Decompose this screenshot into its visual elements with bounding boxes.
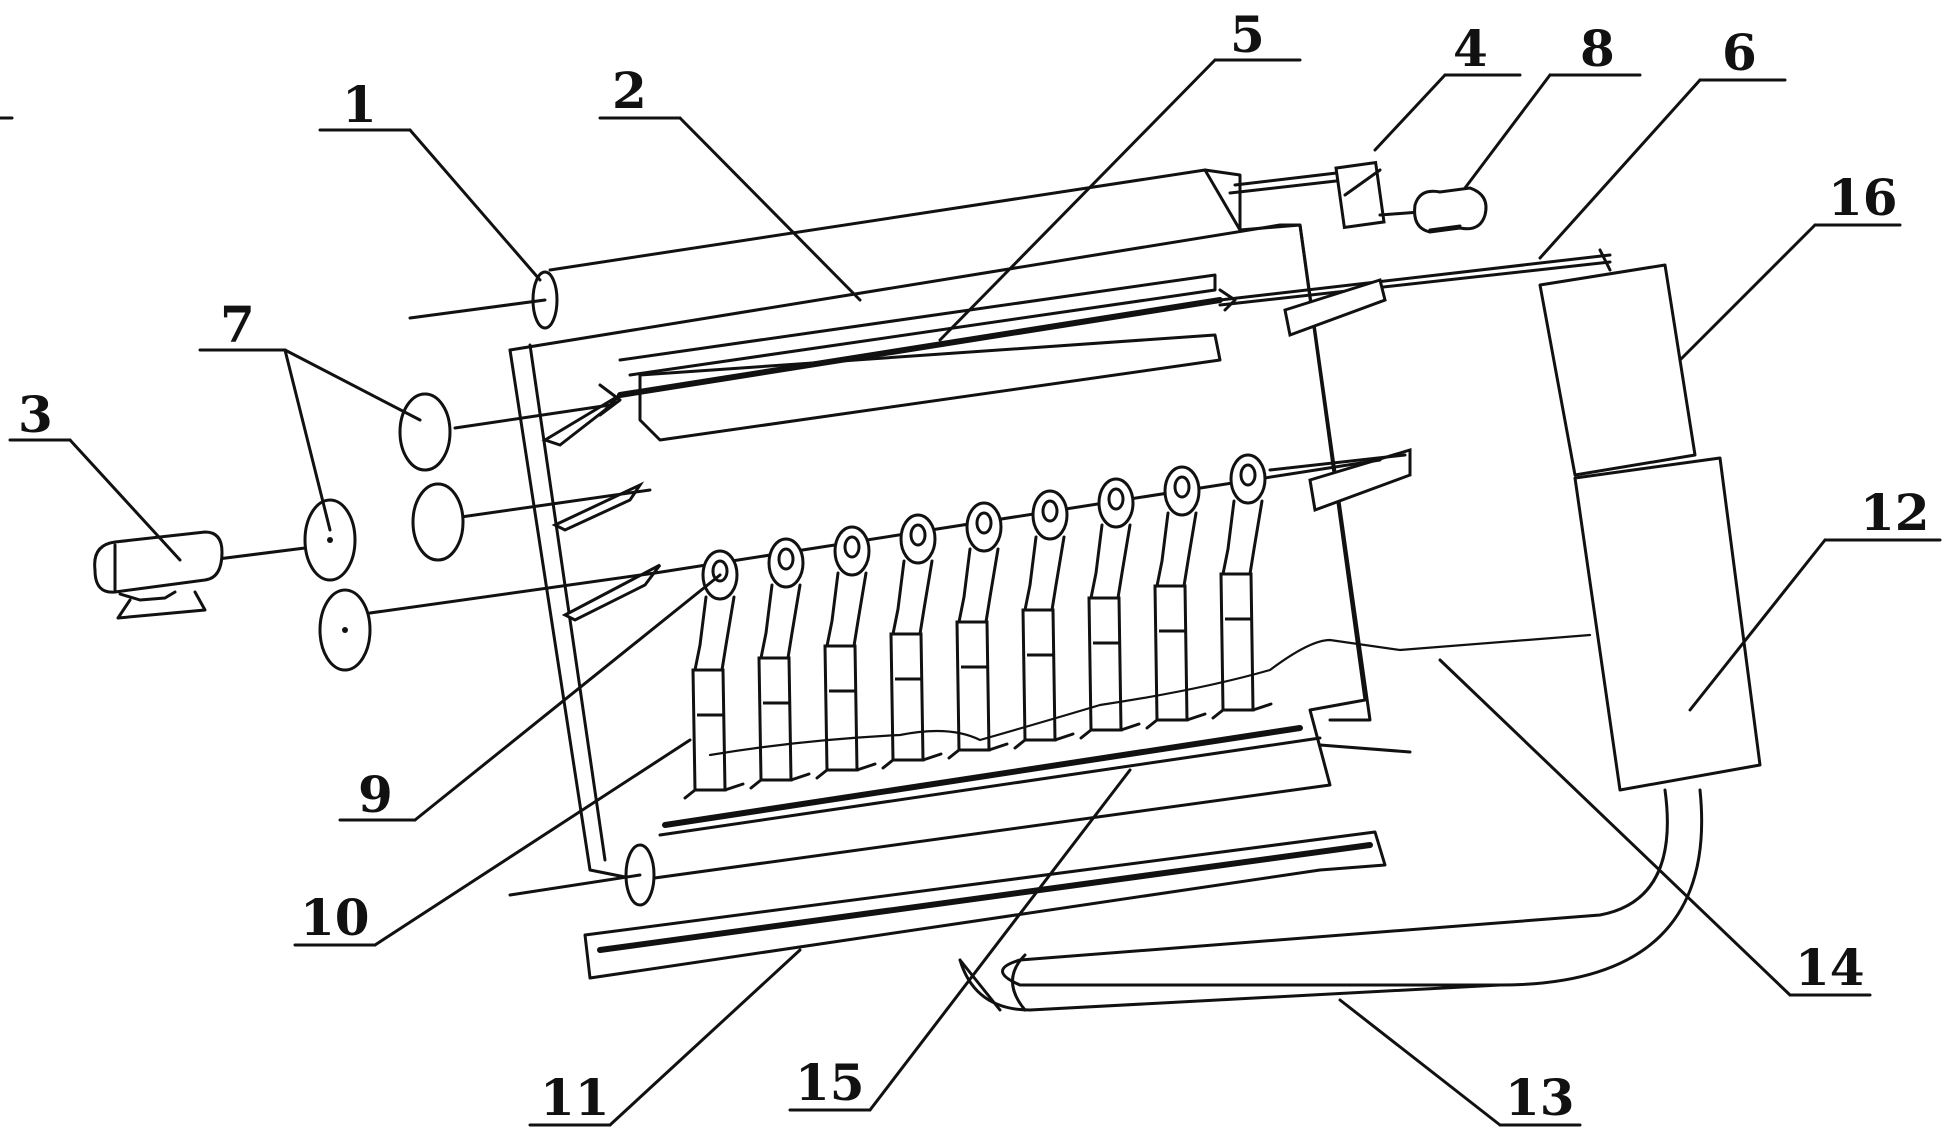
label-14: 14 — [1795, 938, 1865, 997]
long-rod — [1218, 248, 1612, 307]
labels: 1 2 3 4 5 6 7 8 9 10 11 12 13 14 15 16 — [18, 5, 1930, 1127]
label-13: 13 — [1505, 1068, 1575, 1127]
label-9: 9 — [358, 765, 393, 824]
shuttle — [1013, 489, 1075, 750]
label-7: 7 — [220, 295, 255, 354]
shuttle — [749, 537, 811, 790]
label-5: 5 — [1230, 5, 1265, 64]
label-1: 1 — [342, 75, 377, 134]
label-10: 10 — [300, 888, 370, 947]
shuttle-row — [683, 453, 1273, 800]
cabinet-16 — [1538, 263, 1697, 477]
label-11: 11 — [540, 1068, 610, 1127]
label-12: 12 — [1860, 483, 1930, 542]
discs — [303, 392, 465, 672]
leader-lines — [0, 58, 1942, 1127]
hose — [958, 788, 1704, 1012]
top-roller — [408, 270, 559, 330]
shuttle — [947, 501, 1009, 760]
thread — [708, 633, 1592, 757]
label-6: 6 — [1722, 23, 1757, 82]
right-brackets — [1268, 278, 1412, 513]
label-16: 16 — [1828, 168, 1898, 227]
motor-3 — [93, 530, 307, 620]
tray — [583, 830, 1387, 1012]
label-8: 8 — [1580, 19, 1615, 78]
label-4: 4 — [1453, 19, 1488, 78]
bottom-roller — [508, 843, 656, 907]
shuttle — [881, 513, 943, 770]
shuttle — [1145, 465, 1207, 730]
top-drive-bar — [1228, 160, 1422, 230]
shuttle — [1079, 477, 1141, 740]
label-3: 3 — [18, 385, 53, 444]
label-15: 15 — [795, 1053, 865, 1112]
bottom-rail — [658, 725, 1412, 837]
cabinet-12 — [1573, 456, 1762, 792]
upper-channel — [598, 273, 1237, 442]
shuttle — [683, 549, 745, 800]
small-motor-8 — [1413, 186, 1488, 234]
label-2: 2 — [612, 61, 647, 120]
